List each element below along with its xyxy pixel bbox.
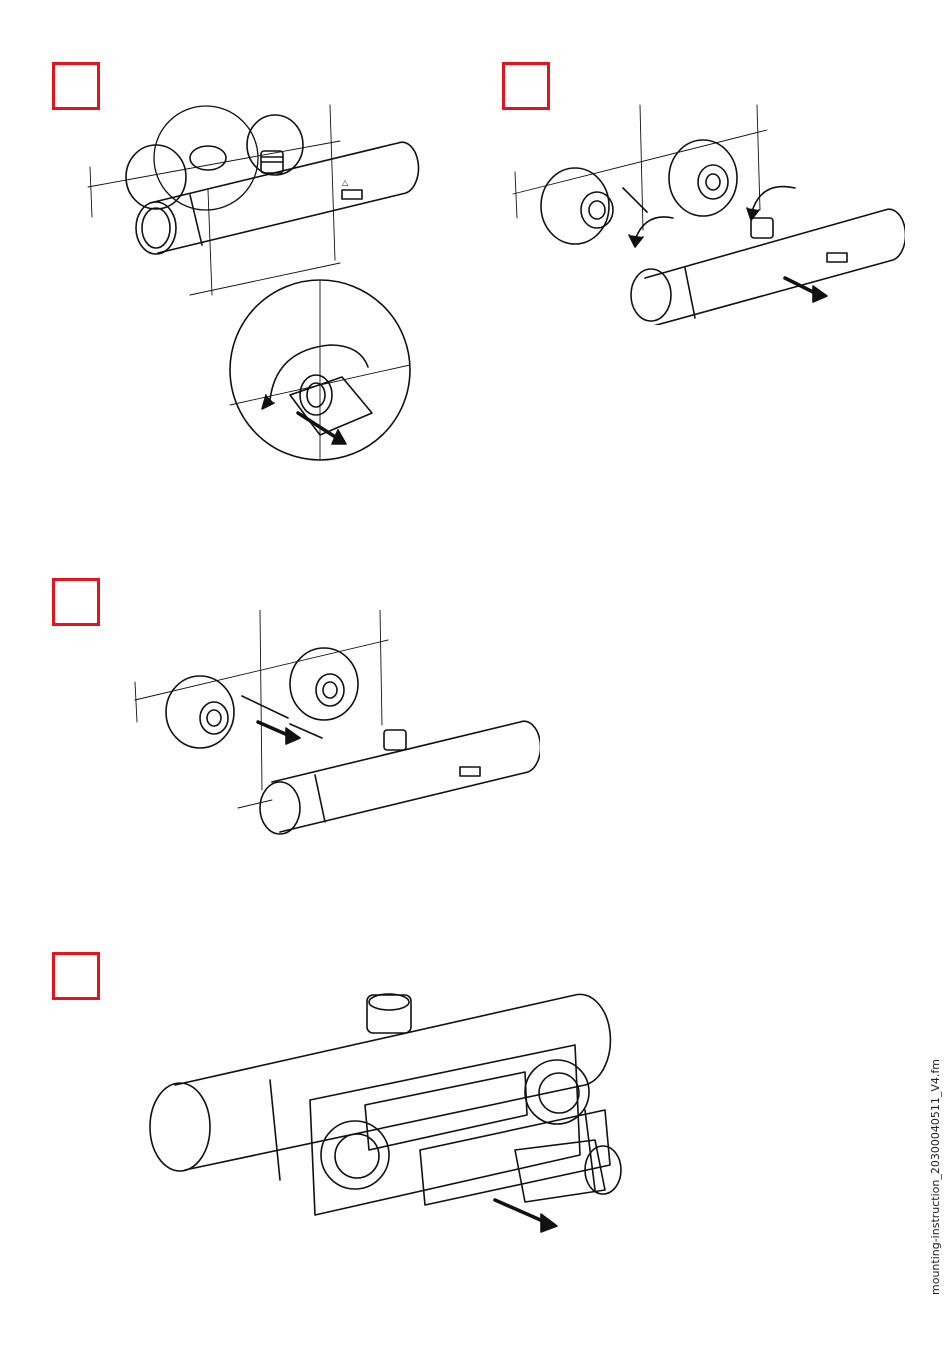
step-4-box xyxy=(52,952,100,1000)
step-3-illustration xyxy=(130,610,540,840)
svg-text:△: △ xyxy=(342,178,349,187)
footer-file-label: mounting-instruction_20300040511_V4.fm xyxy=(929,1059,942,1295)
step-4-illustration xyxy=(145,990,645,1260)
step-3-box xyxy=(52,578,100,626)
step-2-illustration xyxy=(505,100,905,325)
step-1-illustration: △ xyxy=(80,95,430,475)
